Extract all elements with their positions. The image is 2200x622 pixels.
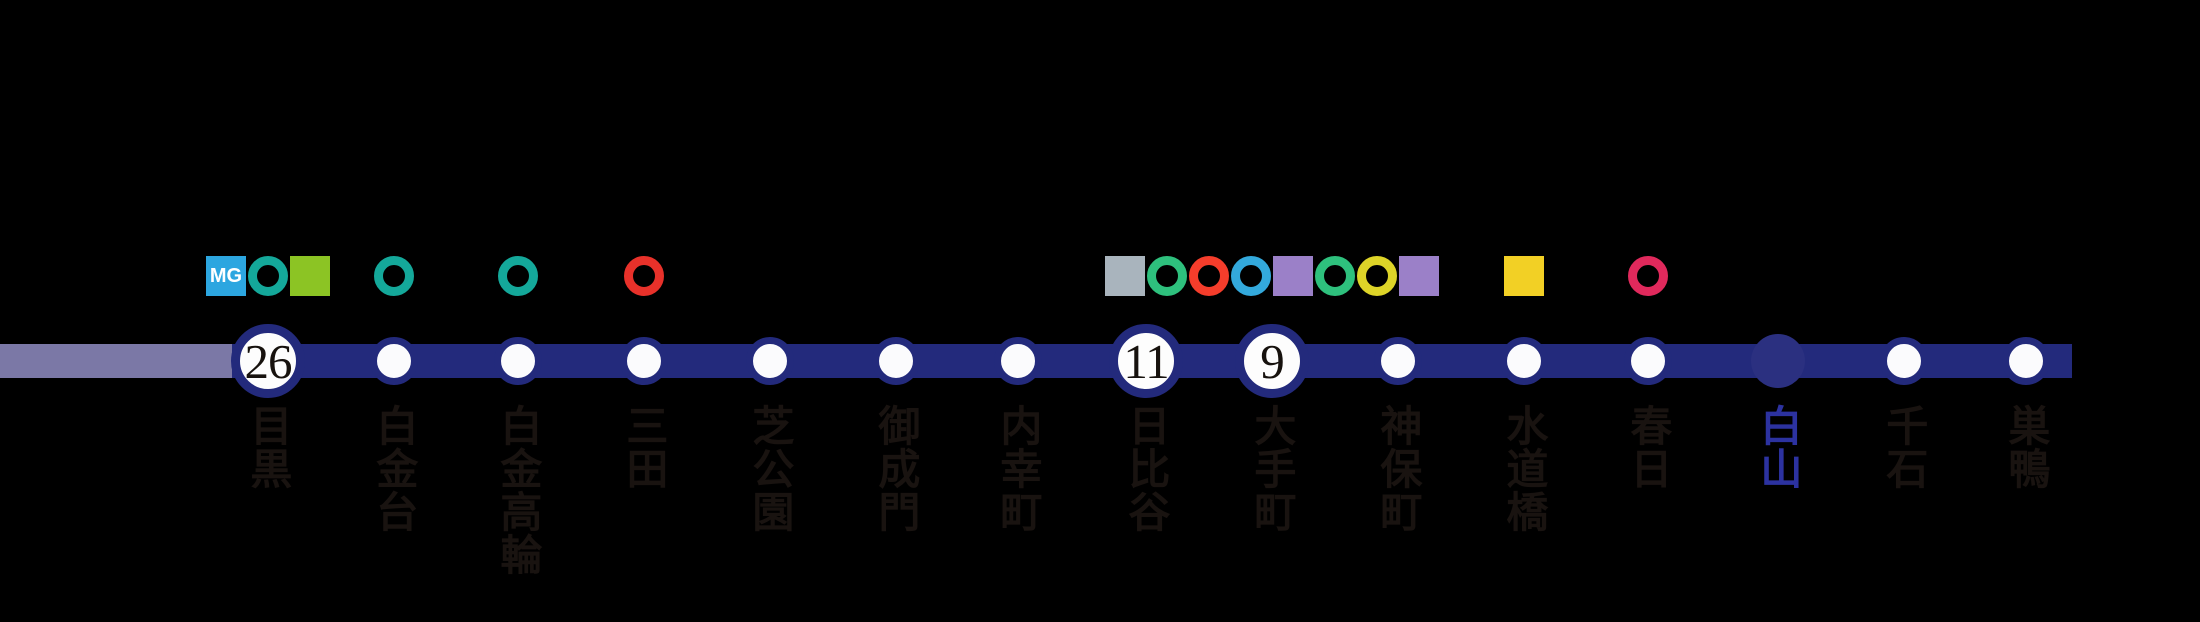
square-yellow-green-icon[interactable] <box>290 256 330 296</box>
ring-teal-icon[interactable] <box>374 256 414 296</box>
station-marker-st-10[interactable] <box>1374 337 1422 385</box>
station-marker-st-7[interactable] <box>994 337 1042 385</box>
transfer-badge-row-st-2 <box>374 255 414 297</box>
station-marker-st-13[interactable] <box>1751 334 1805 388</box>
ring-yellow-icon[interactable] <box>1357 256 1397 296</box>
ring-crimson-icon[interactable] <box>1628 256 1668 296</box>
station-label-st-11: 日比谷 <box>1121 404 1171 533</box>
square-yellow-icon[interactable] <box>1504 256 1544 296</box>
square-gray-icon[interactable] <box>1105 256 1145 296</box>
transfer-badge-row-st-10 <box>1357 255 1439 297</box>
station-marker-st-11[interactable]: 11 <box>1109 324 1183 398</box>
square-purple-icon[interactable] <box>1273 256 1313 296</box>
station-marker-st-9[interactable]: 9 <box>1235 324 1309 398</box>
station-marker-st-6[interactable] <box>872 337 920 385</box>
station-label-st-26: 目黒 <box>243 404 293 490</box>
station-marker-st-4[interactable] <box>620 337 668 385</box>
transfer-badge-row-st-12 <box>1628 255 1668 297</box>
station-marker-st-3[interactable] <box>494 337 542 385</box>
station-marker-st-12[interactable] <box>1624 337 1672 385</box>
station-label-st-9: 大手町 <box>1247 404 1297 533</box>
transfer-badge-row-st-3 <box>498 255 538 297</box>
station-marker-st-26[interactable]: 26 <box>231 324 305 398</box>
station-label-st-5: 芝公園 <box>745 404 795 533</box>
station-marker-st-11b[interactable] <box>1500 337 1548 385</box>
transfer-badge-row-st-11 <box>1105 255 1187 297</box>
ring-teal-icon[interactable] <box>248 256 288 296</box>
ring-green-icon[interactable] <box>1147 256 1187 296</box>
mg-square-icon[interactable]: MG <box>206 256 246 296</box>
ring-blue-icon[interactable] <box>1231 256 1271 296</box>
station-label-st-2: 白金台 <box>369 404 419 533</box>
station-label-st-14: 千石 <box>1879 404 1929 490</box>
transfer-badge-row-st-4 <box>624 255 664 297</box>
station-label-st-10: 神保町 <box>1373 404 1423 533</box>
ring-red-icon[interactable] <box>1189 256 1229 296</box>
station-label-st-11b: 水道橋 <box>1499 404 1549 533</box>
station-marker-st-5[interactable] <box>746 337 794 385</box>
route-line-previous-segment <box>0 344 268 378</box>
station-marker-st-14[interactable] <box>1880 337 1928 385</box>
station-label-st-6: 御成門 <box>871 404 921 533</box>
transfer-badge-row-st-26: MG <box>206 255 330 297</box>
ring-teal-icon[interactable] <box>498 256 538 296</box>
station-label-st-7: 内幸町 <box>993 404 1043 533</box>
station-marker-st-2[interactable] <box>370 337 418 385</box>
station-label-st-15: 巣鴨 <box>2001 404 2051 490</box>
station-marker-st-15[interactable] <box>2002 337 2050 385</box>
station-label-st-3: 白金高輪 <box>493 404 543 576</box>
station-label-st-12: 春日 <box>1623 404 1673 490</box>
station-label-st-13: 白山 <box>1753 404 1803 490</box>
ring-red-icon[interactable] <box>624 256 664 296</box>
transfer-badge-row-st-9 <box>1189 255 1355 297</box>
station-label-st-4: 三田 <box>619 404 669 490</box>
transfer-badge-row-st-11b <box>1504 255 1544 297</box>
square-purple-icon[interactable] <box>1399 256 1439 296</box>
ring-green-icon[interactable] <box>1315 256 1355 296</box>
